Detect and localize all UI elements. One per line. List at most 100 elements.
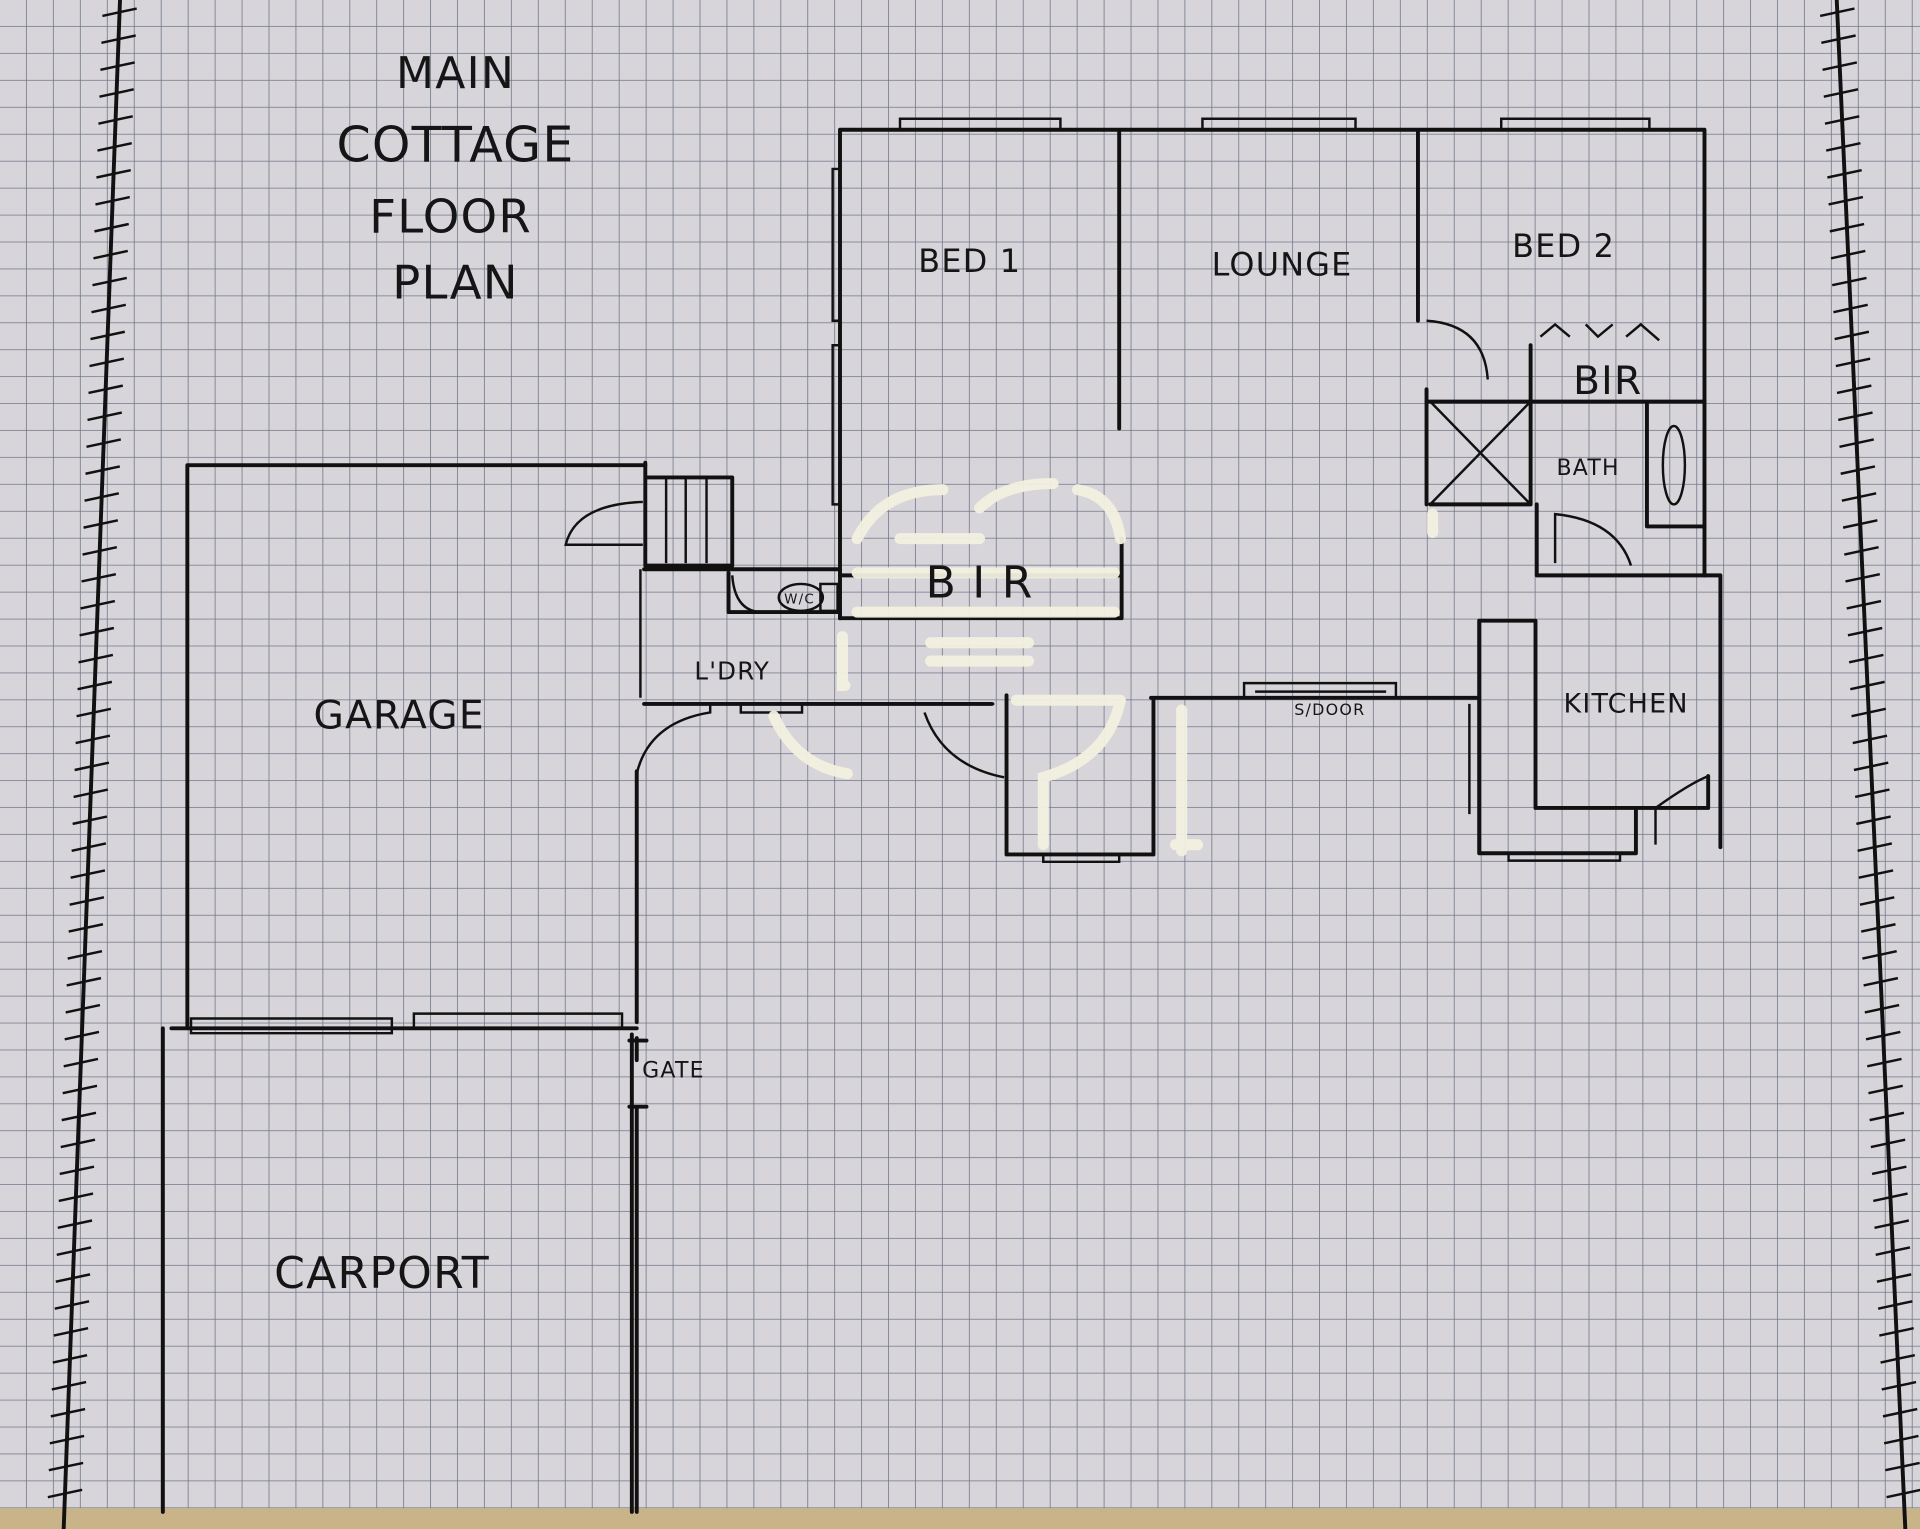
ruler-tick (48, 1461, 84, 1472)
ruler-tick (1827, 168, 1862, 179)
ruler-tick (1880, 1353, 1916, 1364)
white-out-corrections (768, 478, 1439, 857)
ruler-tick (99, 88, 134, 98)
room-label-bath: BATH (1556, 456, 1619, 481)
ruler-tick (1841, 492, 1877, 502)
ruler-tick (1829, 222, 1865, 233)
right-margin-ruler (1819, 0, 1920, 1529)
ruler-tick (92, 276, 128, 287)
ruler-tick (54, 1300, 90, 1310)
title-line-2: COTTAGE (336, 117, 574, 174)
ruler-tick (71, 842, 107, 853)
ruler-tick (91, 303, 127, 314)
ruler-tick (1881, 1380, 1917, 1391)
ruler-tick (1851, 707, 1887, 718)
ruler-tick (55, 1273, 91, 1283)
ruler-tick (1859, 896, 1895, 906)
ruler-tick (88, 384, 124, 395)
ruler-tick (87, 411, 123, 422)
ruler-tick (58, 1192, 94, 1203)
ruler-tick (61, 1111, 97, 1122)
ruler-tick (1868, 1084, 1903, 1095)
ruler-tick (1823, 88, 1859, 98)
ruler-tick (76, 707, 112, 718)
ruler-tick (93, 249, 129, 260)
ruler-tick (1842, 519, 1878, 529)
ruler-tick (1844, 546, 1879, 556)
ruler-tick (67, 949, 103, 960)
room-label-bed1: BED 1 (918, 242, 1021, 280)
ruler-tick (77, 680, 113, 691)
ruler-tick (66, 976, 102, 987)
ruler-tick (1836, 384, 1872, 395)
ruler-tick (1863, 976, 1899, 987)
ruler-tick (1879, 1327, 1914, 1337)
ruler-tick (1846, 599, 1882, 610)
room-label-garage: GARAGE (314, 693, 485, 738)
ruler-tick (1869, 1111, 1905, 1122)
ruler-tick (1828, 195, 1864, 206)
ruler-tick (1873, 1192, 1908, 1203)
ruler-tick (1877, 1300, 1913, 1310)
title-line-1: MAIN (396, 48, 515, 99)
ruler-tick (80, 599, 116, 610)
ruler-tick (94, 222, 130, 233)
ruler-tick (100, 61, 135, 71)
ruler-tick (1830, 249, 1866, 260)
ruler-tick (75, 734, 111, 745)
ruler-tick (84, 492, 120, 502)
ruler-tick (95, 195, 131, 206)
ruler-tick (52, 1353, 88, 1364)
ruler-tick (1862, 949, 1897, 960)
table-edge (0, 1508, 1920, 1529)
ruler-tick (101, 34, 136, 45)
ruler-tick (85, 465, 121, 475)
ruler-tick (1857, 842, 1893, 853)
ruler-tick (63, 1057, 99, 1068)
ruler-tick (1882, 1407, 1918, 1418)
ruler-tick (1865, 1030, 1901, 1041)
room-label-kitchen: KITCHEN (1563, 688, 1688, 719)
room-label-lounge: LOUNGE (1212, 245, 1353, 283)
ruler-tick (96, 168, 131, 179)
room-label-wc: W/C (784, 593, 815, 608)
ruler-tick (1835, 357, 1871, 368)
ruler-tick (1840, 465, 1876, 475)
ruler-tick (70, 869, 106, 879)
title-line-4: PLAN (392, 256, 519, 310)
ruler-tick (1871, 1165, 1907, 1176)
ruler-tick (73, 788, 109, 799)
ruler-tick (1831, 276, 1867, 287)
ruler-tick (1856, 815, 1891, 826)
ruler-tick (1819, 7, 1855, 18)
ruler-tick (1870, 1138, 1906, 1149)
ruler-tick (74, 761, 110, 772)
ruler-tick (97, 142, 132, 152)
ruler-tick (1834, 330, 1870, 341)
ruler-tick (1825, 142, 1861, 152)
ruler-tick (1821, 34, 1856, 45)
ruler-tick (1866, 1057, 1902, 1068)
ruler-tick (1839, 438, 1875, 449)
ruler-tick (53, 1327, 89, 1337)
left-margin-ruler (47, 0, 137, 1529)
ruler-tick (47, 1488, 83, 1499)
ruler-tick (89, 357, 125, 368)
ruler-tick (1876, 1273, 1912, 1283)
ruler-tick (65, 1003, 101, 1014)
ruler-tick (1886, 1488, 1920, 1499)
ruler-tick (69, 896, 105, 906)
ruler-tick (1847, 626, 1883, 637)
house-walls (160, 117, 1723, 1514)
ruler-tick (64, 1030, 100, 1041)
plan-title: MAIN COTTAGE FLOOR PLAN (336, 48, 574, 310)
ruler-tick (79, 626, 115, 637)
ruler-tick (1852, 734, 1888, 745)
room-label-carport: CARPORT (274, 1248, 490, 1299)
ruler-tick (57, 1219, 93, 1230)
ruler-tick (86, 438, 122, 449)
ruler-tick (51, 1380, 87, 1391)
ruler-tick (1864, 1003, 1900, 1014)
ruler-tick (78, 653, 114, 664)
